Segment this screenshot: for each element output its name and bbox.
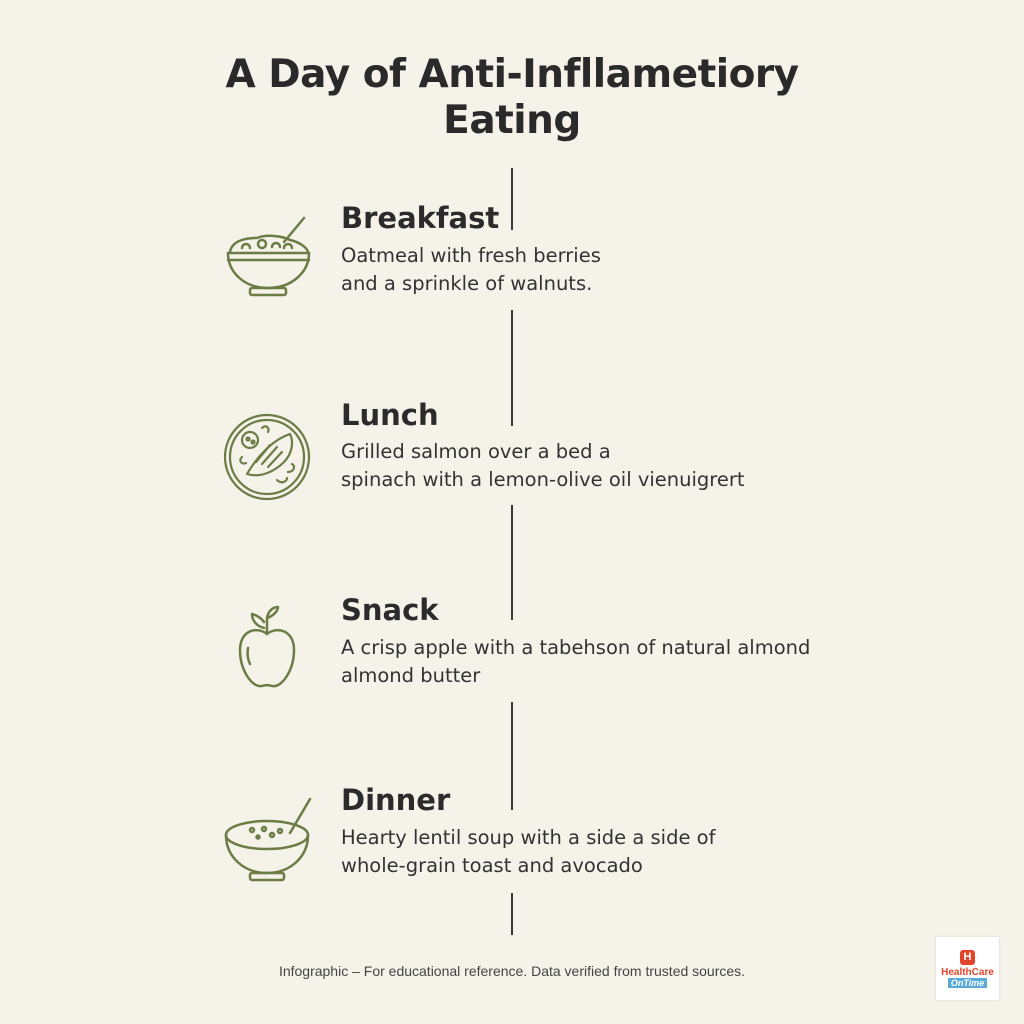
meal-desc-dinner: Hearty lentil soup with a side a side of… (341, 826, 716, 877)
logo-name: HealthCare (941, 966, 994, 978)
meal-title-dinner: Dinner (341, 783, 451, 817)
meal-desc-lunch: Grilled salmon over a bed a spinach with… (341, 440, 745, 491)
porridge-bowl-icon (222, 210, 312, 300)
timeline-segment (511, 702, 513, 810)
footer-note: Infographic – For educational reference.… (278, 963, 746, 979)
logo-tagline: OnTime (947, 977, 988, 988)
timeline-segment (511, 310, 513, 426)
title-line-2: Eating (443, 98, 581, 143)
timeline-segment (511, 168, 513, 230)
page-title: A Day of Anti-Infllametiory Eating (0, 52, 1024, 144)
meal-title-snack: Snack (341, 593, 439, 627)
meal-title-breakfast: Breakfast (341, 201, 500, 235)
title-line-1: A Day of Anti-Infllametiory (225, 52, 799, 97)
meal-title-lunch: Lunch (341, 398, 439, 432)
timeline-segment (511, 893, 513, 935)
logo-h-icon: H (960, 949, 975, 965)
timeline-segment (511, 505, 513, 620)
brand-logo: H HealthCare OnTime (936, 937, 999, 1000)
soup-bowl-icon (222, 795, 312, 885)
apple-icon (222, 604, 312, 694)
meal-desc-breakfast: Oatmeal with fresh berries and a sprinkl… (341, 244, 601, 295)
meal-desc-snack: A crisp apple with a tabehson of natural… (341, 636, 811, 687)
salmon-plate-icon (222, 412, 312, 502)
